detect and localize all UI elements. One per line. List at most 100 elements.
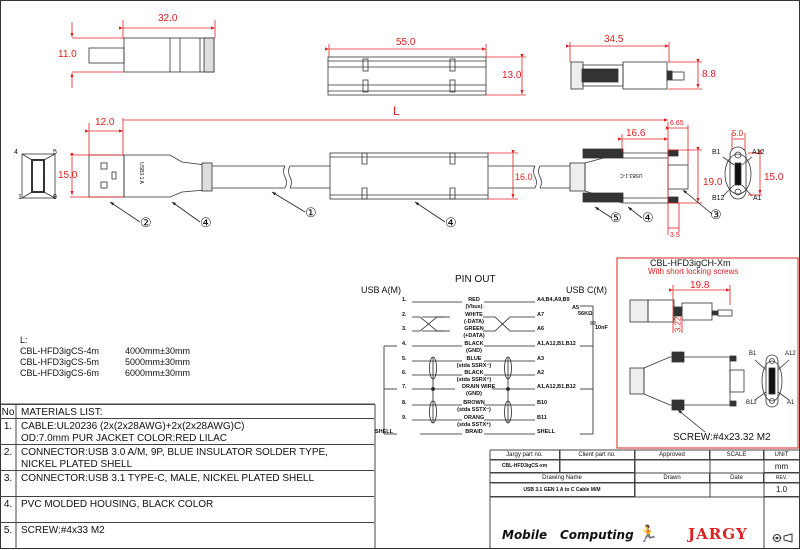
dim-total-length: L	[393, 104, 400, 118]
callout-5: ⑤	[610, 210, 622, 225]
dim-plug-a-top-length: 32.0	[158, 13, 178, 24]
materials-item-no: 4.	[3, 499, 13, 510]
rev-label: REV.	[764, 473, 800, 483]
usb-c-pin-b1: B1	[712, 149, 721, 156]
variant-title: CBL-HFD3igCH-Xm	[650, 258, 731, 268]
materials-item-line: SCREW:#4x33 M2	[21, 525, 105, 536]
materials-item-line: PVC MOLDED HOUSING, BLACK COLOR	[21, 499, 214, 510]
pinout-wire-color: RED	[468, 297, 480, 303]
materials-item: 2. CONNECTOR:USB 3.0 A/M, 9P, BLUE INSULA…	[0, 444, 374, 471]
variant-screw-leader	[677, 409, 706, 433]
pinout-left-pin: 9.	[402, 415, 407, 421]
pinout-wire-signal: (stda SSTX⁺)	[457, 422, 491, 428]
plug-c-top-view	[570, 61, 685, 90]
logo-computing: Computing	[560, 528, 634, 542]
materials-item-text: PVC MOLDED HOUSING, BLACK COLOR	[21, 499, 213, 511]
pinout-wire-signal: (stda SSRX⁻)	[456, 363, 492, 369]
variant-subtitle: With short locking screws	[648, 267, 739, 276]
dim-lines-c-side	[618, 122, 702, 235]
pinout-wire-color: ORANG	[463, 415, 485, 421]
variant-dim-screw: 3.22	[673, 316, 683, 333]
logo-jargy: JARGY	[688, 525, 748, 543]
materials-item-text: SCREW:#4x33 M2	[21, 525, 105, 537]
materials-item: 1. CABLE:UL20236 (2x(2x28AWG)+2x(2x28AWG)…	[0, 418, 374, 445]
pinout-left-pin: 1.	[402, 297, 407, 303]
logo-mobile: Mobile	[502, 528, 548, 542]
pinout-wire-signal: (stda SSTX⁻)	[457, 407, 491, 413]
callout-4-overmold: ④	[445, 215, 457, 230]
unit-value: mm	[764, 460, 800, 473]
pinout-left-pin: SHELL	[375, 429, 394, 435]
dim-overmold-height: 13.0	[502, 70, 522, 81]
pinout-left-pin: 3.	[402, 326, 407, 332]
dim-lines-a-side	[70, 123, 124, 198]
lengths-title: L:	[20, 335, 28, 345]
usb-a-face-view	[21, 153, 56, 199]
materials-item: 4. PVC MOLDED HOUSING, BLACK COLOR	[0, 496, 374, 523]
dim-plug-c-face-width: 5.0	[732, 129, 744, 138]
jargy-part-label: Jargy part no.	[490, 450, 560, 460]
usb-a-pin-9: 9	[53, 194, 57, 201]
length-value-4m: 4000mm±30mm	[125, 346, 190, 356]
pinout-wire-color: GREEN	[464, 326, 484, 332]
pinout-right-pin: A6	[537, 326, 545, 332]
materials-header: No MATERIALS LIST:	[0, 404, 374, 419]
materials-item-text: CONNECTOR:USB 3.1 TYPE-C, MALE, NICKEL P…	[21, 473, 314, 485]
overmold-side-view	[329, 152, 575, 200]
pinout-wire-signal: (GND)	[466, 348, 482, 354]
pinout-left-pin: 4.	[402, 341, 407, 347]
materials-item-no: 5.	[3, 525, 13, 536]
usb-a-pin-5: 5	[53, 149, 57, 156]
materials-item-no: 1.	[3, 421, 13, 432]
dim-plug-c-height: 19.0	[703, 177, 723, 188]
materials-item-line: OD:7.0mm PUR JACKET COLOR:RED LILAC	[21, 433, 227, 444]
dim-plug-c-screw-offset: 3.5	[670, 232, 680, 239]
materials-item-no: 2.	[3, 447, 13, 458]
date-label: Date	[710, 473, 764, 483]
dim-plug-a-top-height: 11.0	[58, 49, 77, 60]
pinout-wire-signal: (Vbus)	[465, 304, 483, 310]
materials-item-text: CABLE:UL20236 (2x(2x28AWG)+2x(2x28AWG)C)…	[21, 421, 245, 445]
runner-icon: 🏃	[638, 526, 658, 543]
materials-header-no: No	[1, 407, 15, 418]
drawn-label: Drawn	[635, 473, 710, 483]
resistor-pin: A5	[572, 305, 580, 311]
length-value-5m: 5000mm±30mm	[125, 357, 190, 367]
variant-dim-lines	[669, 285, 731, 333]
title-block: Jargy part no. Client part no. Approved …	[490, 450, 800, 549]
overmold-top-view	[327, 56, 487, 96]
pinout-wire-color: BRAID	[465, 429, 483, 435]
pinout-wire-signal: (GND)	[466, 391, 482, 397]
usb-c-face-view	[722, 146, 753, 200]
materials-item-line: CONNECTOR:USB 3.1 TYPE-C, MALE, NICKEL P…	[21, 473, 315, 484]
pinout-wire-signal: (stda SSRX⁺)	[456, 377, 492, 383]
approved-label: Approved	[635, 450, 710, 460]
pinout-right-pin: A2	[537, 370, 545, 376]
callout-2: ②	[140, 215, 152, 230]
pinout-wire-color: BLUE	[466, 356, 482, 362]
scale-label: SCALE	[710, 450, 764, 460]
length-value-6m: 6000mm±30mm	[125, 368, 190, 378]
variant-pin-a12: A12	[785, 351, 796, 357]
dim-lines-c-top	[566, 42, 702, 90]
pinout-left-pin: 6.	[402, 370, 407, 376]
materials-item-line: CONNECTOR:USB 3.0 A/M, 9P, BLUE INSULATO…	[21, 447, 328, 458]
drawing-name-label: Drawing Name	[490, 473, 635, 483]
dim-plug-c-top-height: 8.8	[702, 69, 716, 80]
variant-screw-note: SCREW:#4x23.32 M2	[673, 432, 771, 443]
pinout-right-header: USB C(M)	[566, 285, 607, 295]
variant-pin-b12: B12	[746, 400, 757, 406]
materials-item: 3.CONNECTOR:USB 3.1 TYPE-C, MALE, NICKEL…	[0, 470, 374, 497]
pinout-left-pin: 2.	[402, 312, 407, 318]
drawing-name-value: USB 3.1 GEN 1 A to C Cable M/M	[490, 483, 635, 497]
dim-lines-a-top	[70, 20, 216, 88]
client-part-label: Client part no.	[560, 450, 635, 460]
pinout-wire-signal: (-DATA)	[464, 319, 484, 325]
materials-item-line: CABLE:UL20236 (2x(2x28AWG)+2x(2x28AWG)C)	[21, 421, 245, 432]
resistor-value: 56KΩ	[578, 311, 593, 317]
third-angle-projection-icon	[772, 533, 793, 543]
pinout-right-pin: B11	[537, 415, 547, 421]
plug-a-top-view	[88, 37, 215, 73]
unit-label: UNIT	[764, 450, 800, 460]
